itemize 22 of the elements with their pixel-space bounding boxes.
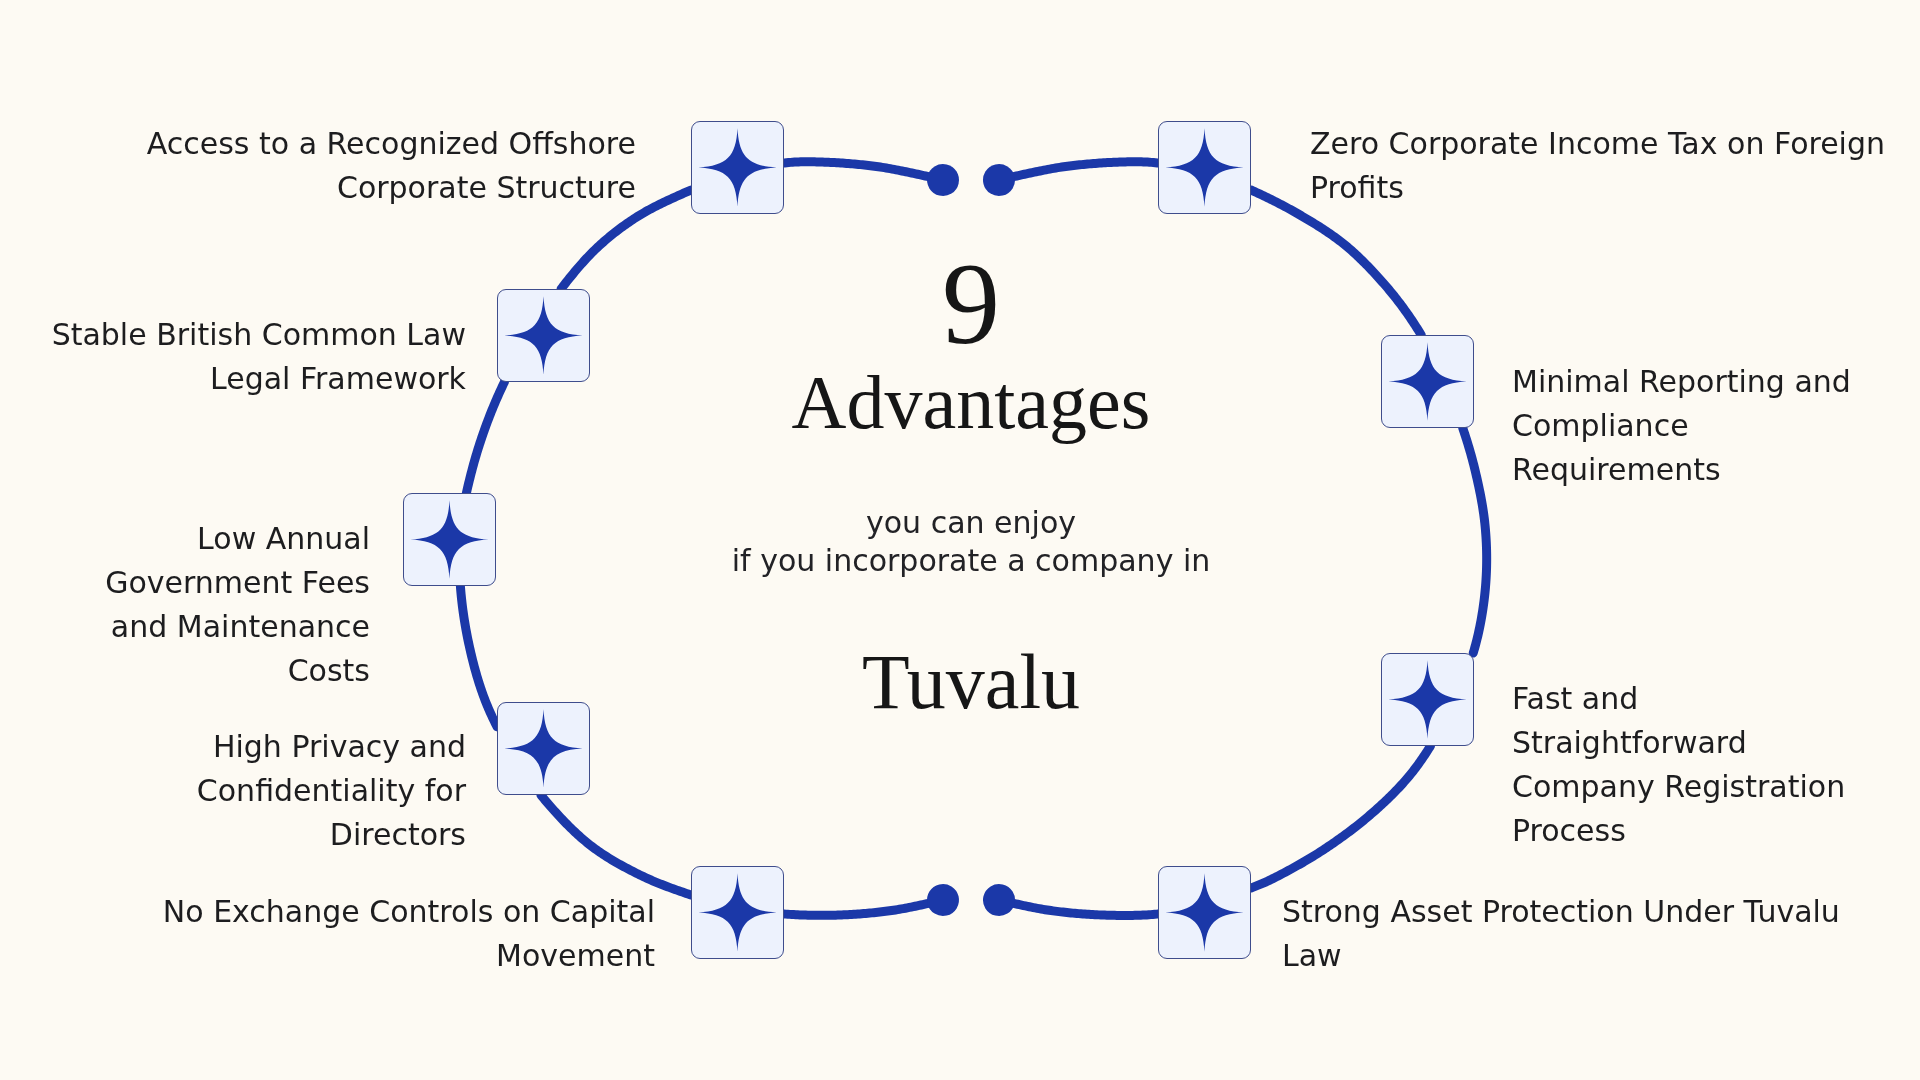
advantage-text: No Exchange Controls on Capital Movement — [161, 893, 655, 975]
subtitle-text: you can enjoy — [866, 504, 1076, 542]
sparkle-icon — [403, 493, 496, 586]
sparkle-icon — [497, 702, 590, 795]
sparkle-icon — [497, 289, 590, 382]
advantage-text: Fast and Straightforward Company Registration Process — [1512, 680, 1847, 850]
sparkle-icon — [1381, 653, 1474, 746]
sparkle-icon — [691, 121, 784, 214]
sparkle-icon — [1381, 335, 1474, 428]
advantage-text: Zero Corporate Income Tax on Foreign Profits — [1310, 125, 1886, 207]
heading-number: 9 — [942, 246, 1000, 362]
sparkle-icon — [1158, 866, 1251, 959]
subtitle-text: if you incorporate a company in — [731, 542, 1211, 580]
advantage-text: Stable British Common Law Legal Framework — [50, 316, 466, 398]
advantage-text: Minimal Reporting and Compliance Requirements — [1512, 363, 1852, 489]
country-heading: Tuvalu — [861, 643, 1081, 721]
sparkle-icon — [691, 866, 784, 959]
sparkle-icon — [1158, 121, 1251, 214]
advantage-text: Strong Asset Protection Under Tuvalu Law — [1282, 893, 1841, 975]
advantage-text: High Privacy and Confidentiality for Directors — [195, 728, 466, 854]
advantage-text: Low Annual Government Fees and Maintenance Costs — [104, 520, 370, 690]
advantage-text: Access to a Recognized Offshore Corporate Structure — [145, 125, 636, 207]
